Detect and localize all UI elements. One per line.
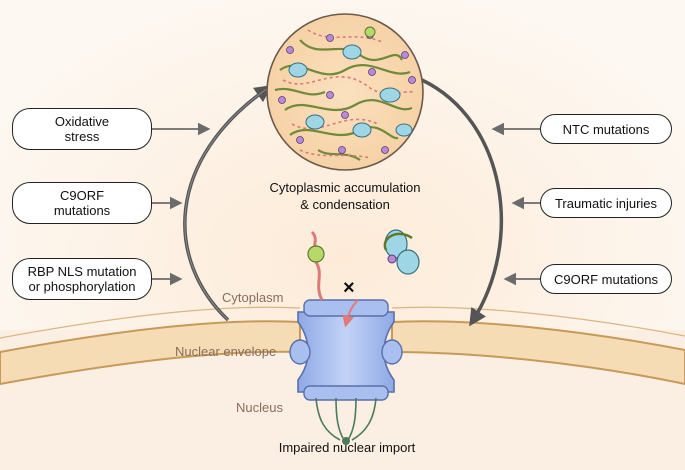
condensate-label-line2: & condensation (300, 197, 390, 212)
factor-c9orf-right: C9ORF mutations (540, 264, 672, 294)
nucleus-label: Nucleus (236, 400, 283, 415)
rbp-rna-strand (307, 230, 325, 301)
cytoplasm-label: Cytoplasm (222, 290, 284, 305)
impaired-import-label: Impaired nuclear import (278, 440, 416, 455)
condensate-label-line1: Cytoplasmic accumulation (269, 180, 421, 195)
blocked-protein (383, 229, 420, 275)
factor-label-line: or phosphorylation (28, 279, 136, 294)
factor-traumatic-injuries: Traumatic injuries (540, 188, 672, 218)
factor-ntc-mutations: NTC mutations (540, 114, 672, 144)
blocked-x-mark: × (343, 277, 355, 299)
blocked-import-arrow (342, 299, 359, 328)
factor-label-line: mutations (53, 203, 111, 218)
nuclear-envelope (0, 306, 685, 386)
factor-label-line: RBP NLS mutation (27, 264, 137, 279)
right-input-arrows (491, 122, 540, 286)
cycle-arrow-left-thin (184, 87, 269, 321)
factor-label-line: C9ORF (59, 188, 105, 203)
cycle-arrow-right (421, 78, 504, 327)
condensate-label: Cytoplasmic accumulation & condensation (245, 179, 445, 213)
nuclear-envelope-label: Nuclear envelope (175, 344, 277, 359)
condensate-droplet (266, 13, 424, 171)
nuclear-pore-complex (289, 299, 403, 445)
factor-label-line: Oxidative (54, 114, 110, 129)
factor-label-line: stress (64, 129, 100, 144)
left-input-arrows (152, 122, 211, 286)
